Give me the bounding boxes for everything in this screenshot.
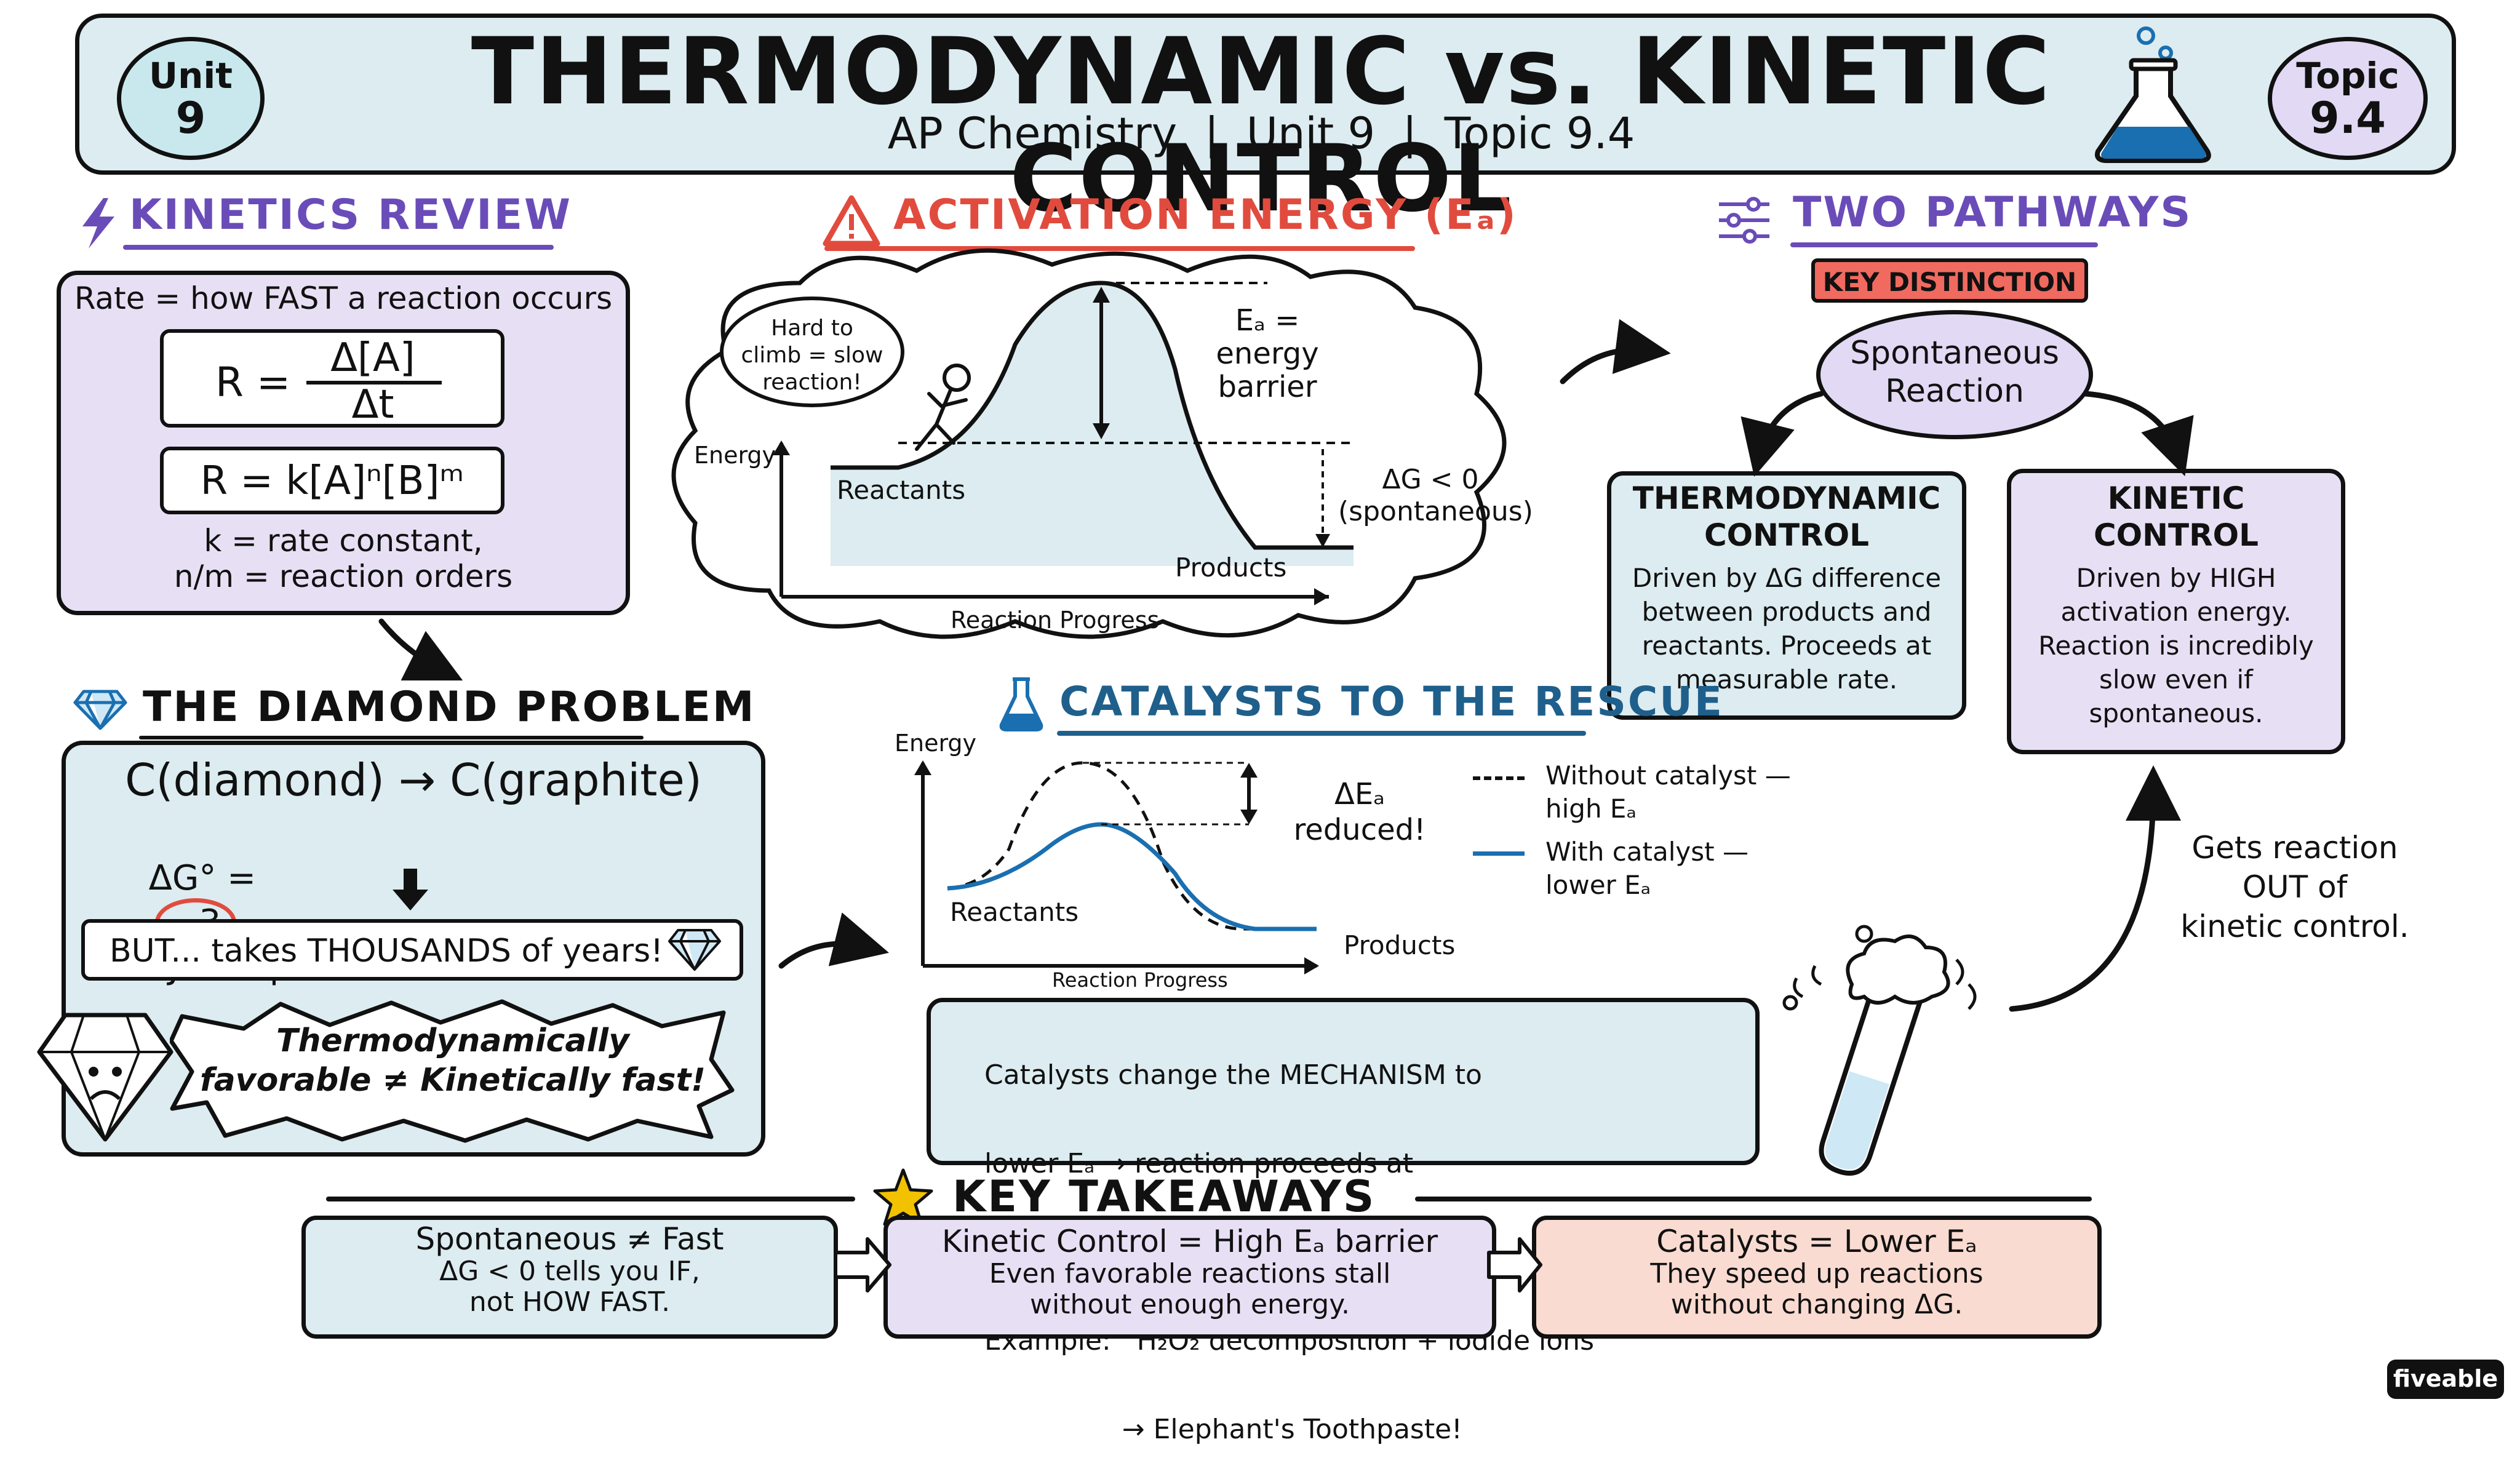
catalysts-title: CATALYSTS TO THE RESCUE	[1059, 678, 1724, 725]
catalyst-chart	[914, 760, 1319, 974]
activation-y-label: Energy	[694, 442, 776, 469]
unit-badge: Unit 9	[117, 37, 265, 160]
diamond-equation: C(diamond) → C(graphite)	[125, 754, 702, 806]
y-axis-arrowhead	[914, 760, 931, 775]
ea-arrow-head-bottom	[1093, 423, 1110, 439]
x-axis-arrowhead	[1304, 957, 1319, 974]
thermo-card-title: THERMODYNAMIC CONTROL	[1632, 480, 1941, 553]
flask-icon	[2095, 26, 2211, 163]
x-axis-arrowhead	[1314, 588, 1329, 605]
kinetics-title: KINETICS REVIEW	[129, 191, 573, 239]
takeaways-rule-right	[1415, 1197, 2092, 1201]
catalyst-reactants-label: Reactants	[950, 897, 1079, 927]
legend-dashed-swatch	[1473, 776, 1525, 780]
burst-text: Thermodynamically favorable ≠ Kineticall…	[199, 1022, 706, 1099]
sliders-icon	[1719, 197, 1769, 244]
takeaway-3-head: Catalysts = Lower Eₐ	[1656, 1224, 1977, 1259]
catalyst-note-box	[927, 998, 1760, 1165]
y-axis-arrowhead	[773, 440, 790, 455]
kinetic-card-body: Driven by HIGH activation energy. Reacti…	[2038, 563, 2314, 728]
rate-note-2: n/m = reaction orders	[173, 559, 513, 594]
dg-arrow-head	[1315, 534, 1330, 548]
arrow-oval-to-kinetic	[2083, 391, 2194, 477]
spontaneous-reaction-oval: Spontaneous Reaction	[1816, 310, 2093, 439]
delta-ea-reduced-label: ΔEₐ reduced!	[1293, 777, 1426, 847]
rate-formula-box: R = Δ[A] Δt	[160, 329, 504, 428]
activation-products-label: Products	[1175, 552, 1287, 583]
arrow-kinetics-to-diamond	[378, 618, 463, 681]
arrow-diamond-to-catalysts	[778, 912, 889, 969]
kinetics-underline	[123, 245, 554, 250]
page-subtitle: AP Chemistry | Unit 9 | Topic 9.4	[887, 108, 1635, 159]
catalyst-products-label: Products	[1344, 930, 1456, 960]
page-title: THERMODYNAMIC vs. KINETIC CONTROL	[471, 18, 2052, 233]
activation-x-label: Reaction Progress	[951, 607, 1160, 634]
catalyst-x-label: Reaction Progress	[1052, 968, 1228, 992]
takeaway-card-2	[883, 1216, 1496, 1339]
small-diamond-icon	[668, 929, 721, 971]
ea-arrow-head-top	[1093, 287, 1110, 303]
catalysts-underline	[1057, 731, 1586, 736]
activation-underline	[824, 246, 1415, 251]
connector-arrows	[378, 319, 2194, 1012]
lightning-icon	[82, 198, 114, 249]
legend-with-catalyst: With catalyst —lower Eₐ	[1473, 835, 1748, 902]
thermo-card-body: Driven by ΔG difference between products…	[1632, 563, 1942, 695]
diamond-underline	[139, 736, 644, 739]
activation-plot	[773, 281, 1354, 605]
header-banner	[75, 14, 2456, 175]
uncatalyzed-curve	[947, 761, 1317, 931]
takeaway-1-head: Spontaneous ≠ Fast	[415, 1221, 724, 1257]
ea-barrier-label: Eₐ = energy barrier	[1216, 303, 1319, 404]
down-arrow-icon	[393, 869, 428, 910]
pathways-underline	[1790, 242, 2098, 247]
foaming-test-tube-icon	[1782, 925, 1977, 1176]
takeaway-arrow-2	[1487, 1237, 1542, 1293]
hard-to-climb-bubble: Hard to climb = slow reaction!	[720, 297, 904, 407]
takeaway-card-1	[301, 1216, 838, 1339]
arrow-tube-to-kinetic	[2009, 765, 2181, 1012]
warning-icon	[823, 195, 880, 247]
catalyst-plot	[914, 760, 1319, 974]
thermodynamic-control-card	[1607, 471, 1966, 720]
takeaways-title: KEY TAKEAWAYS	[952, 1171, 1376, 1222]
activation-title: ACTIVATION ENERGY (Eₐ)	[893, 191, 1518, 239]
takeaways-rule-left	[326, 1197, 855, 1201]
delta-ea-head-top	[1240, 763, 1258, 778]
diamond-title: THE DIAMOND PROBLEM	[143, 683, 756, 731]
burst-callout	[170, 999, 735, 1143]
takeaway-arrow-1	[834, 1237, 891, 1293]
but-thousands-box: BUT... takes THOUSANDS of years!	[81, 919, 743, 981]
takeaway-2-head: Kinetic Control = High Eₐ barrier	[941, 1224, 1438, 1259]
takeaway-arrows	[834, 1237, 1542, 1293]
topic-badge: Topic 9.4	[2268, 37, 2428, 160]
diamond-icon	[73, 690, 127, 730]
arrow-oval-to-thermo	[1740, 391, 1824, 477]
fraction-bar	[306, 381, 442, 384]
catalyst-y-label: Energy	[895, 730, 977, 757]
activation-reactants-label: Reactants	[837, 475, 966, 505]
fiveable-logo: fiveable	[2387, 1360, 2504, 1399]
pathways-title: TWO PATHWAYS	[1793, 188, 2193, 237]
kinetics-panel	[57, 271, 630, 615]
stick-figure-climber-icon	[915, 364, 971, 451]
kinetic-card-title: KINETIC CONTROL	[2093, 480, 2259, 553]
legend-solid-swatch	[1473, 851, 1525, 856]
legend-without-catalyst: Without catalyst —high Eₐ	[1473, 759, 1791, 826]
delta-ea-head-bottom	[1240, 810, 1258, 824]
energy-curve-fill	[831, 283, 1354, 566]
sad-diamond-icon	[37, 1013, 173, 1142]
beaker-icon	[999, 677, 1043, 731]
rate-note-1: k = rate constant,	[204, 523, 483, 559]
dg-spontaneous-label: ΔG < 0 (spontaneous)	[1338, 464, 1533, 527]
star-icon	[873, 1168, 933, 1226]
rate-definition: Rate = how FAST a reaction occurs	[74, 281, 613, 316]
arrow-activation-to-pathways	[1560, 319, 1671, 384]
gets-out-of-kinetic-control-note: Gets reaction OUT of kinetic control.	[2180, 830, 2409, 944]
key-distinction-tag: KEY DISTINCTION	[1811, 258, 2088, 303]
rate-law-box: R = k[A]ⁿ[B]ᵐ	[160, 447, 504, 514]
takeaway-card-3	[1532, 1216, 2102, 1339]
